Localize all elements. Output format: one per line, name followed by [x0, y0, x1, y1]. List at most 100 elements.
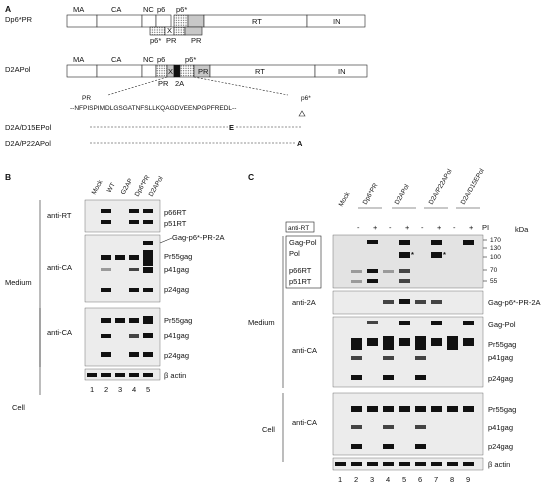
- bands-c-anti-rt: [351, 240, 474, 283]
- band-c5-l2: [351, 462, 362, 466]
- group-c-medium: Medium: [248, 318, 275, 327]
- lane-c-d2ap22apol: D2A/P22APol: [428, 168, 454, 206]
- band-c1-l5-pol: [399, 252, 410, 258]
- band-b2-l4-p24: [129, 288, 139, 292]
- label-nc-1: NC: [143, 5, 154, 14]
- mark-c-9: +: [469, 223, 474, 232]
- band-c4-l7-pr55: [431, 406, 442, 412]
- band-b4-l4: [129, 373, 139, 377]
- band-c4-l6-pr55: [415, 406, 426, 412]
- band-c5-l4: [383, 462, 394, 466]
- treatment-label: anti-RT: [288, 225, 309, 232]
- band-c4-l2-pr55: [351, 406, 362, 412]
- zoom-line-right: [193, 76, 289, 96]
- domain-p6star-shifted: [149, 26, 166, 36]
- mark-c-7: +: [437, 223, 442, 232]
- band-c3-l4-p24: [383, 375, 394, 380]
- band-b1-l5-p51: [143, 220, 153, 224]
- band-c1-l3-gagpol: [367, 240, 378, 244]
- band-c1-l3-p51: [367, 279, 378, 283]
- ab-b-anti-ca-cell: anti-CA: [47, 328, 72, 337]
- label-b-p41-c: p41gag: [164, 331, 189, 340]
- label-b-p66rt: p66RT: [164, 208, 187, 217]
- band-b2-l5-pr55: [143, 250, 153, 266]
- group-c-cell: Cell: [262, 425, 275, 434]
- asterisk-c-5: *: [411, 250, 414, 259]
- bands-c-actin: [335, 462, 474, 466]
- band-b3-l4-p24: [129, 352, 139, 357]
- panel-c-lane-headers: Mock Dp6*PR D2APol D2A/P22APol D2A/D15EP…: [338, 167, 486, 208]
- band-c3-l7-gagpol: [431, 321, 442, 325]
- band-c3-l6-p41: [415, 356, 426, 360]
- ab-b-anti-rt: anti-RT: [47, 211, 72, 220]
- lane-num-c-1: 1: [338, 475, 342, 484]
- box-label-p51rt: p51RT: [289, 277, 312, 286]
- band-c2-l5: [399, 299, 410, 304]
- band-b3-l5-pr55: [143, 316, 153, 324]
- lane-num-b-3: 3: [118, 385, 122, 394]
- band-c5-l5: [399, 462, 410, 466]
- label-c-pr55-m: Pr55gag: [488, 340, 516, 349]
- panel-b-lane-headers: Mock WT G2AP Dp6*PR D2APol: [91, 174, 165, 198]
- band-c4-l2-p41: [351, 425, 362, 429]
- band-c3-l5-gagpol: [399, 321, 410, 325]
- label-rt-2: RT: [255, 67, 265, 76]
- band-c4-l6-p24: [415, 444, 426, 449]
- label-p6star-2: p6*: [185, 55, 196, 64]
- band-b3-l5-p24: [143, 352, 153, 357]
- blot-b-anti-rt: [84, 199, 161, 233]
- domain-nc-2: [141, 64, 157, 78]
- domain-ma-2: [66, 64, 98, 78]
- band-c4-l9-pr55: [463, 406, 474, 412]
- band-c5-l7: [431, 462, 442, 466]
- label-c-p24-c: p24gag: [488, 442, 513, 451]
- label-b-gagpr2a: Gag-p6*-PR-2A: [172, 233, 225, 242]
- domain-p6star: [173, 14, 189, 28]
- group-b-cell: Cell: [12, 403, 25, 412]
- label-nc-2: NC: [143, 55, 154, 64]
- lane-num-c-6: 6: [418, 475, 422, 484]
- mutant-name-d15e: D2A/D15EPol: [5, 123, 52, 132]
- box-label-pol: Pol: [289, 249, 300, 258]
- label-pr-sub: PR: [166, 36, 177, 45]
- label-p6star-sub: p6*: [150, 36, 161, 45]
- domain-in: [306, 14, 366, 28]
- band-b2-l4-p41: [129, 268, 139, 271]
- label-b-p24-m: p24gag: [164, 285, 189, 294]
- mark-c-5: +: [405, 223, 410, 232]
- band-c1-l2-p66: [351, 270, 362, 273]
- lane-num-c-5: 5: [402, 475, 406, 484]
- band-c3-l5-pr55: [399, 338, 410, 346]
- band-c4-l2-p24: [351, 444, 362, 449]
- ab-c-anti-2a: anti-2A: [292, 298, 316, 307]
- band-b3-l2-p24: [101, 352, 111, 357]
- lane-num-c-8: 8: [450, 475, 454, 484]
- band-c3-l6-p24: [415, 375, 426, 380]
- kda-label: kDa: [515, 225, 529, 234]
- lane-c-d2apol: D2APol: [394, 183, 411, 206]
- label-ca-1: CA: [111, 5, 121, 14]
- bands-c-anti-ca-cell: [351, 406, 474, 449]
- label-c-p41-c: p41gag: [488, 423, 513, 432]
- band-b3-l2-p41: [101, 334, 111, 338]
- lane-c-d2ad15epol: D2A/D15EPol: [460, 167, 486, 206]
- band-c4-l4-p24: [383, 444, 394, 449]
- bands-c-anti-ca-medium: [351, 321, 474, 380]
- band-c1-l7-pol: [431, 252, 442, 258]
- band-b2-l2-pr55: [101, 255, 111, 260]
- lane-b-mock: Mock: [91, 178, 105, 196]
- band-c3-l9-gagpol: [463, 321, 474, 325]
- marker-170: 170: [490, 237, 501, 244]
- band-b1-l2-p66: [101, 209, 111, 213]
- domain-ca: [96, 14, 143, 28]
- band-c5-l3: [367, 462, 378, 466]
- label-c-p41-m: p41gag: [488, 353, 513, 362]
- mark-c-3: +: [373, 223, 378, 232]
- label-c-gagpol: Gag-Pol: [488, 320, 516, 329]
- lane-num-c-4: 4: [386, 475, 390, 484]
- band-c5-l1: [335, 462, 346, 466]
- label-p6star-1: p6*: [176, 5, 187, 14]
- lane-num-c-3: 3: [370, 475, 374, 484]
- domain-nc: [141, 14, 157, 28]
- band-c3-l7-pr55: [431, 338, 442, 346]
